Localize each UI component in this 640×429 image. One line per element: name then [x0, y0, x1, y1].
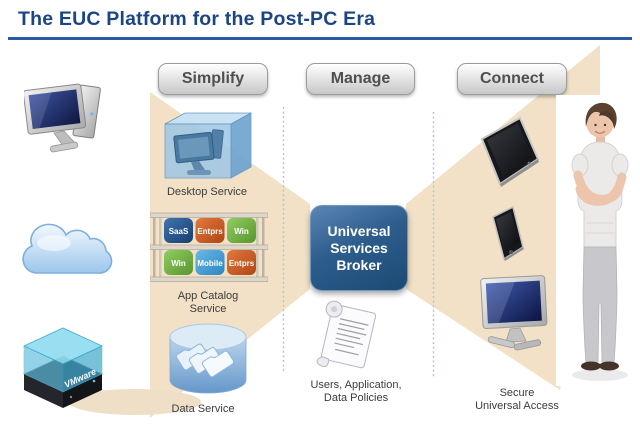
- page-title: The EUC Platform for the Post-PC Era: [18, 8, 376, 30]
- person-photo: [556, 95, 640, 386]
- phase-button-label: Simplify: [181, 70, 245, 87]
- secure-access-label: Secure Universal Access: [475, 387, 559, 412]
- svg-text:Entprs: Entprs: [197, 227, 223, 236]
- app-tile: Mobile: [195, 250, 225, 275]
- svg-text:Win: Win: [234, 227, 249, 236]
- data-service-label: Data Service: [171, 403, 235, 415]
- app-tile: Entprs: [227, 250, 256, 275]
- beam-left-base: [69, 389, 201, 415]
- policies-label: Users, Application, Data Policies: [310, 379, 402, 404]
- app-tile: Entprs: [195, 218, 225, 243]
- app-catalog-service-label: App Catalog Service: [177, 290, 239, 315]
- app-tile: SaaS: [164, 218, 193, 243]
- app-tile: Win: [164, 250, 193, 275]
- svg-text:Win: Win: [171, 259, 186, 268]
- data-service-cylinder-icon: [169, 323, 247, 394]
- svg-text:Mobile: Mobile: [197, 259, 223, 268]
- title-rule: [8, 37, 632, 40]
- monitor-icon: [480, 275, 548, 351]
- svg-text:Entprs: Entprs: [229, 259, 255, 268]
- woman-arms-crossed: [571, 102, 629, 381]
- app-catalog-shelf-icon: SaaS Entprs Win Win Mobile Entprs: [150, 212, 268, 282]
- phase-button-manage: Manage: [306, 63, 415, 95]
- policy-scroll-icon: [316, 300, 377, 369]
- app-tile: Win: [227, 218, 256, 243]
- cloud-icon: [22, 223, 113, 274]
- phase-button-label: Manage: [330, 70, 391, 87]
- universal-services-broker-box: Universal Services Broker: [310, 205, 408, 291]
- svg-text:SaaS: SaaS: [169, 227, 189, 236]
- vmware-server-icon: VMware: [23, 327, 103, 408]
- phase-button-connect: Connect: [457, 63, 567, 95]
- desktop-service-label: Desktop Service: [166, 186, 248, 198]
- phase-button-simplify: Simplify: [158, 63, 268, 95]
- desktop-service-cube-icon: [164, 112, 252, 179]
- tablet-icon: [480, 116, 540, 187]
- phase-button-label: Connect: [480, 70, 544, 87]
- desktop-pc-icon: [24, 83, 101, 153]
- smartphone-icon: [492, 205, 524, 261]
